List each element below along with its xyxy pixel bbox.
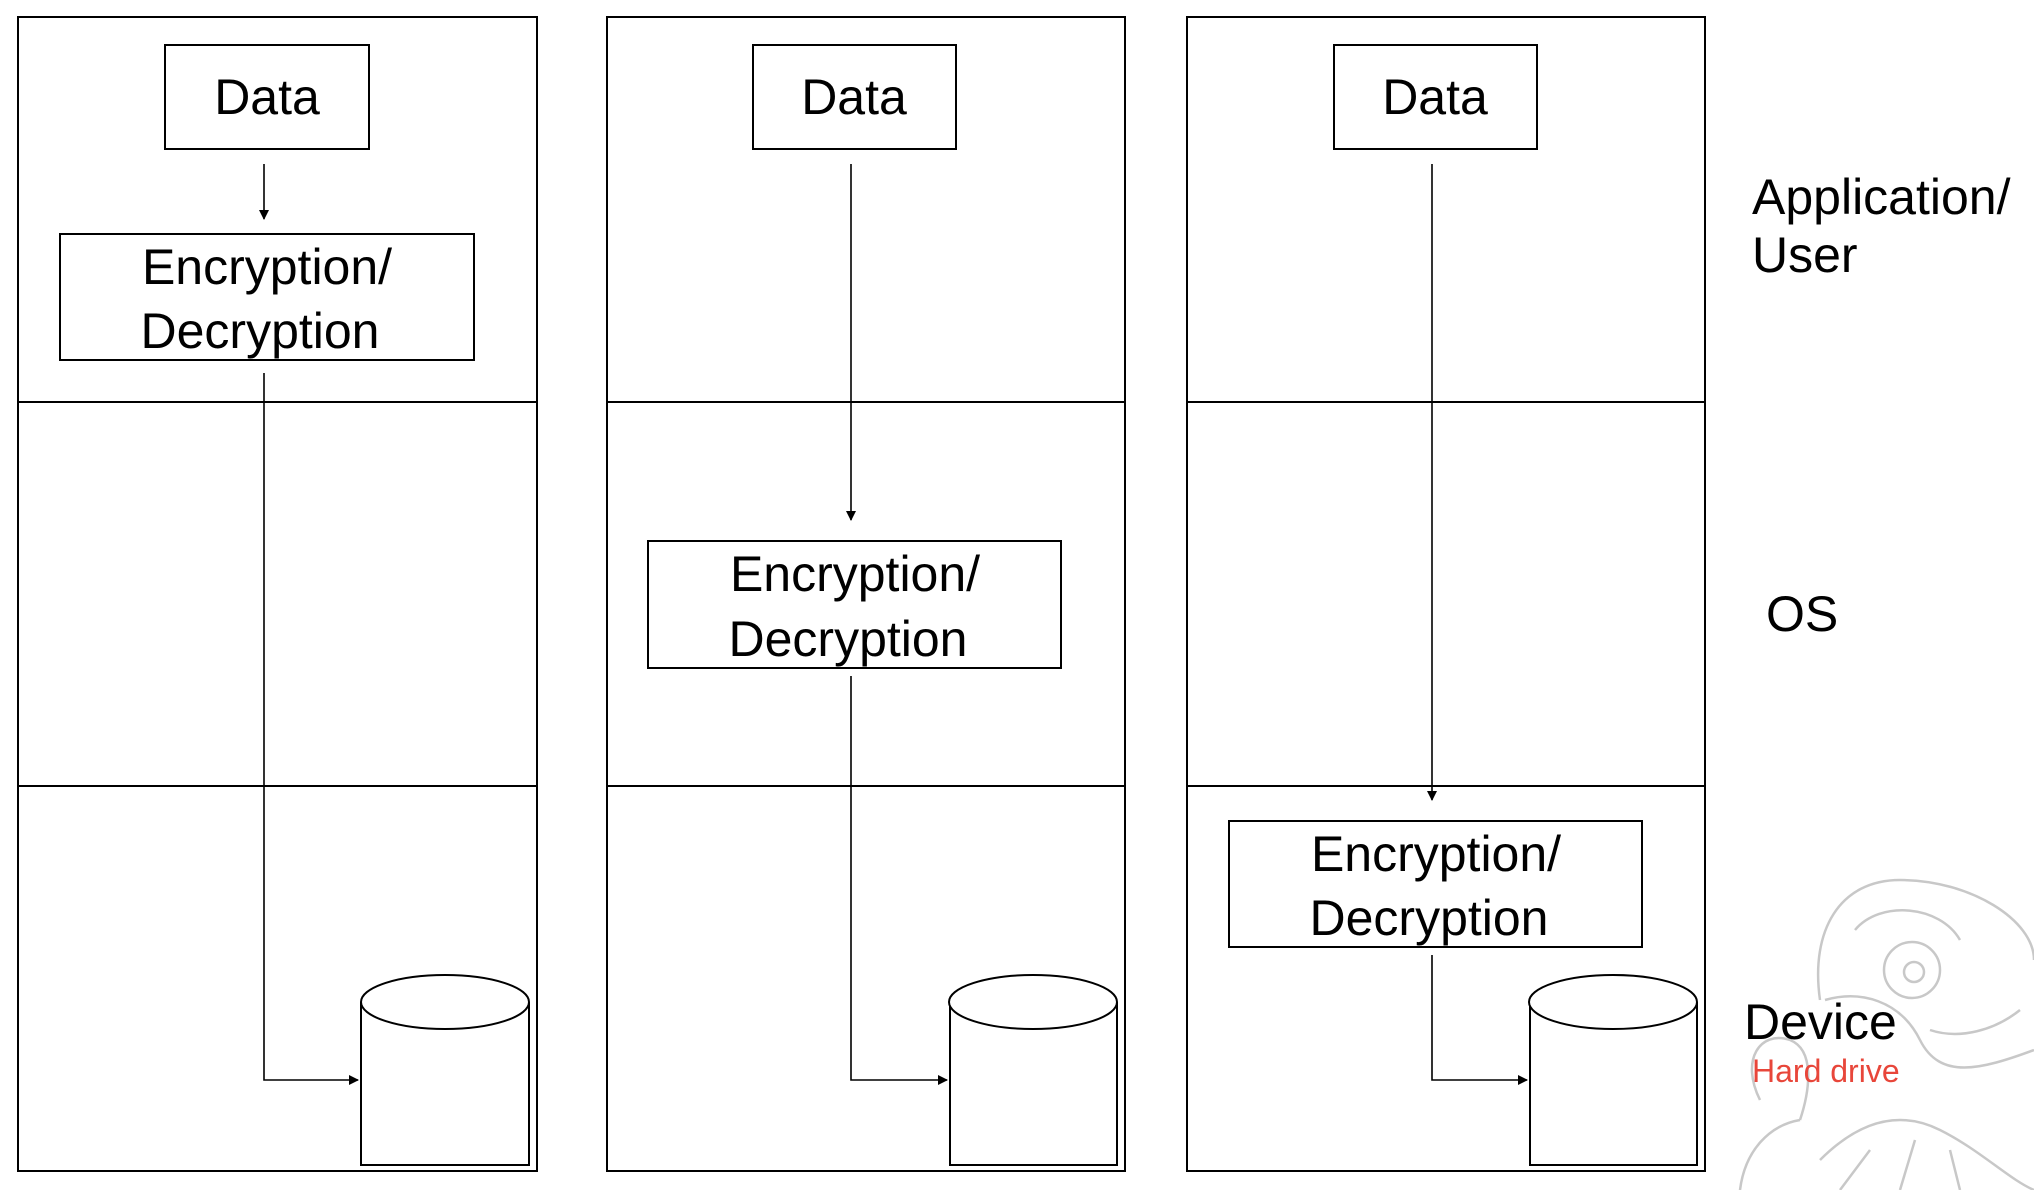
encryption-box (1228, 820, 1643, 948)
column-device-level: Data Encryption/ Decryption (1186, 16, 1706, 1172)
cylinder-icon (948, 974, 1118, 1166)
encryption-box (59, 233, 475, 361)
decryption-label: Decryption (729, 611, 968, 667)
encryption-label: Encryption/ (730, 546, 980, 602)
data-box (1333, 44, 1538, 150)
encryption-box (647, 540, 1062, 669)
cylinder-icon (1528, 974, 1698, 1166)
cylinder-icon (360, 974, 530, 1166)
decryption-label: Decryption (1310, 890, 1549, 946)
column-frame (1186, 16, 1706, 1172)
data-box (164, 44, 370, 150)
layer-label-user: User (1752, 227, 1858, 283)
mascot-watermark (1738, 878, 2034, 1190)
decryption-label: Decryption (141, 303, 380, 359)
encryption-label: Encryption/ (1311, 826, 1561, 882)
layer-label-device: Device (1744, 994, 1897, 1050)
column-frame (17, 16, 538, 1172)
data-label: Data (1382, 69, 1488, 125)
data-label: Data (214, 69, 320, 125)
column-os-level: Data Encryption/ Decryption (606, 16, 1126, 1172)
layer-label-application: Application/ (1752, 169, 2011, 225)
flow-arrow (263, 373, 359, 1085)
data-label: Data (801, 69, 907, 125)
column-frame (606, 16, 1126, 1172)
encryption-label: Encryption/ (142, 239, 392, 295)
layer-label-os: OS (1766, 586, 1838, 642)
layer-sublabel-hard-drive: Hard drive (1752, 1053, 1900, 1089)
column-app-level: Data Encryption/ Decryption (17, 16, 538, 1172)
layer-labels: Application/ User OS Device Hard drive (1744, 169, 2011, 1089)
flow-arrow (1431, 955, 1528, 1085)
data-box (752, 44, 957, 150)
flow-arrow (850, 676, 948, 1085)
